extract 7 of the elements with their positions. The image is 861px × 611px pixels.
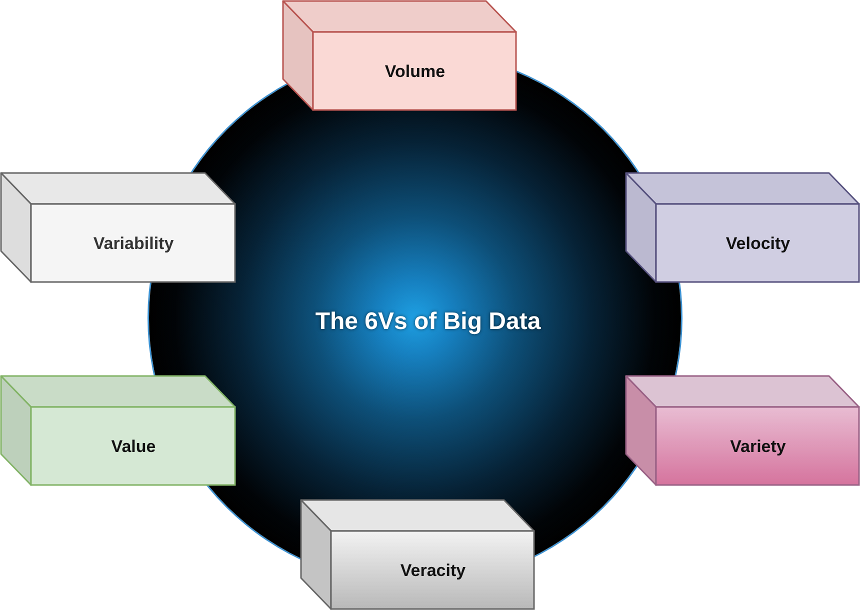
category-label: Velocity — [726, 234, 790, 254]
category-label: Value — [111, 436, 156, 456]
center-label: The 6Vs of Big Data — [315, 308, 541, 336]
category-label: Volume — [384, 62, 446, 82]
category-label: Variety — [730, 436, 786, 456]
category-label: Variability — [93, 234, 174, 254]
category-label: Veracity — [400, 560, 466, 580]
